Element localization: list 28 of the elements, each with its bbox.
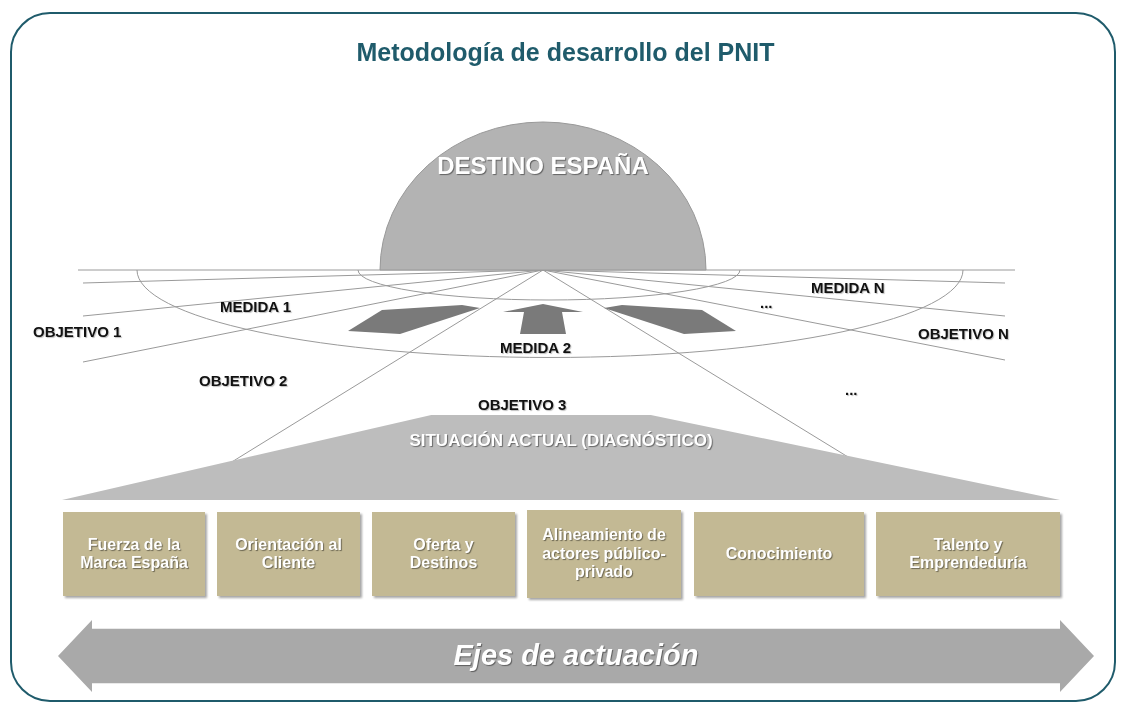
node-label: Ejes de actuación	[452, 639, 700, 673]
node-label: Alineamiento de actores público-privado	[541, 526, 667, 582]
category-box	[694, 512, 864, 596]
node-label: Talento y Emprendeduría	[908, 535, 1028, 573]
node-label: Conocimiento	[724, 544, 834, 564]
category-box	[527, 510, 681, 598]
diagram-label: OBJETIVO 2	[199, 372, 288, 389]
category-box	[372, 512, 515, 596]
diagram-label: OBJETIVO 1	[33, 323, 122, 340]
category-box	[876, 512, 1060, 596]
category-box	[63, 512, 205, 596]
diagram-label: MEDIDA 2	[500, 339, 572, 356]
diagram-label: OBJETIVO N	[918, 325, 1009, 342]
category-box	[217, 512, 360, 596]
title: Metodología de desarrollo del PNIT	[355, 38, 776, 67]
diagram-label: OBJETIVO 3	[478, 396, 567, 413]
semicircle-shape	[380, 122, 706, 270]
diagram-label: ...	[760, 294, 773, 311]
node-label: DESTINO ESPAÑA	[437, 152, 649, 182]
node-label: SITUACIÓN ACTUAL (DIAGNÓSTICO)	[409, 431, 713, 453]
diagram-label: ...	[845, 381, 858, 398]
node-label: Orientación al Cliente	[234, 535, 343, 573]
diagram-label: MEDIDA N	[811, 279, 885, 296]
diagram-label: MEDIDA 1	[220, 298, 292, 315]
node-label: Oferta y Destinos	[408, 535, 479, 573]
node-label: Fuerza de la Marca España	[79, 535, 189, 573]
trapezoid-band	[62, 412, 1060, 500]
double-arrow-band	[58, 620, 1094, 692]
